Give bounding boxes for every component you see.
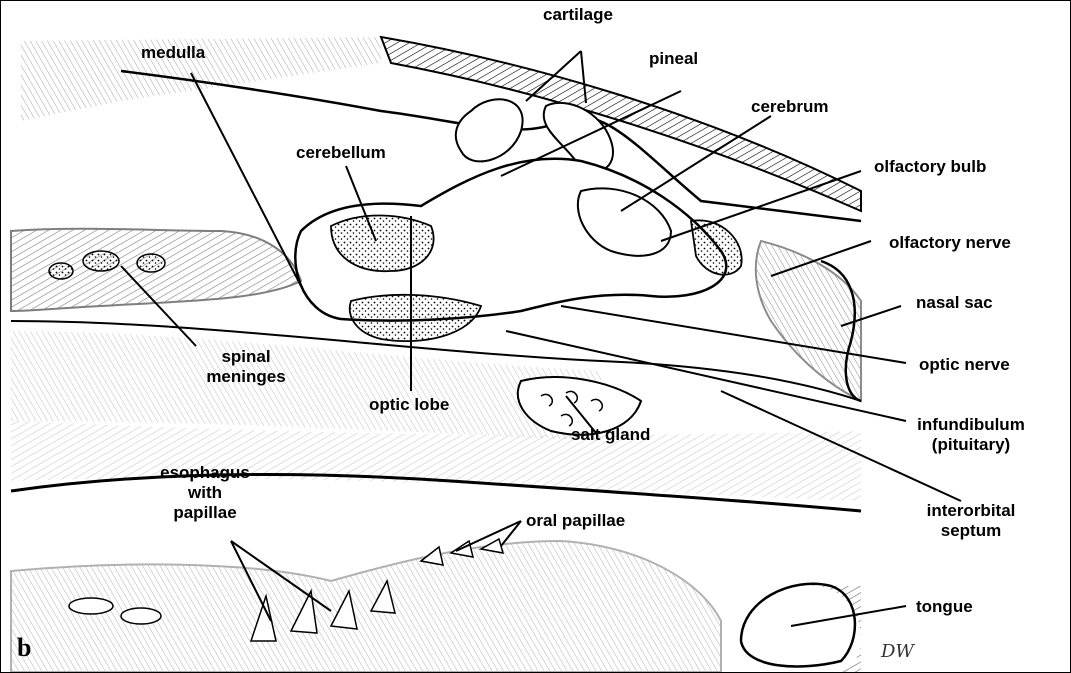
label-olfactory-bulb: olfactory bulb — [874, 157, 986, 177]
label-esophagus-line2: with — [149, 483, 261, 503]
label-esophagus: esophagus with papillae — [149, 463, 261, 523]
label-optic-nerve: optic nerve — [919, 355, 1010, 375]
panel-letter: b — [17, 633, 31, 663]
label-pineal: pineal — [649, 49, 698, 69]
label-salt-gland: salt gland — [571, 425, 650, 445]
mid-hatch — [11, 331, 601, 441]
label-nasal-sac: nasal sac — [916, 293, 993, 313]
meninges-spot — [49, 263, 73, 279]
meninges-spot — [83, 251, 119, 271]
papilla — [69, 598, 113, 614]
label-infundibulum: infundibulum (pituitary) — [907, 415, 1035, 455]
label-olfactory-nerve: olfactory nerve — [889, 233, 1011, 253]
artist-signature: DW — [881, 641, 914, 662]
label-infundibulum-line2: (pituitary) — [907, 435, 1035, 455]
label-esophagus-line3: papillae — [149, 503, 261, 523]
lower-band — [11, 421, 861, 501]
label-spinal-meninges-line2: meninges — [196, 367, 296, 387]
label-medulla: medulla — [141, 43, 205, 63]
papilla — [421, 547, 443, 565]
label-cartilage: cartilage — [543, 5, 613, 25]
label-infundibulum-line1: infundibulum — [907, 415, 1035, 435]
label-interorbital-line2: septum — [911, 521, 1031, 541]
oral-cavity — [11, 541, 721, 672]
label-oral-papillae: oral papillae — [526, 511, 625, 531]
label-interorbital-line1: interorbital — [911, 501, 1031, 521]
optic-lobe-region — [350, 295, 481, 341]
label-cerebellum: cerebellum — [296, 143, 386, 163]
label-optic-lobe: optic lobe — [369, 395, 449, 415]
label-cerebrum: cerebrum — [751, 97, 828, 117]
label-esophagus-line1: esophagus — [149, 463, 261, 483]
leader-olfactory-bulb — [661, 171, 861, 241]
label-spinal-meninges: spinal meninges — [196, 347, 296, 387]
label-interorbital-septum: interorbital septum — [911, 501, 1031, 541]
label-tongue: tongue — [916, 597, 973, 617]
papilla — [121, 608, 161, 624]
meninges-spot — [137, 254, 165, 272]
cartilage-shape — [456, 99, 523, 161]
label-spinal-meninges-line1: spinal — [196, 347, 296, 367]
